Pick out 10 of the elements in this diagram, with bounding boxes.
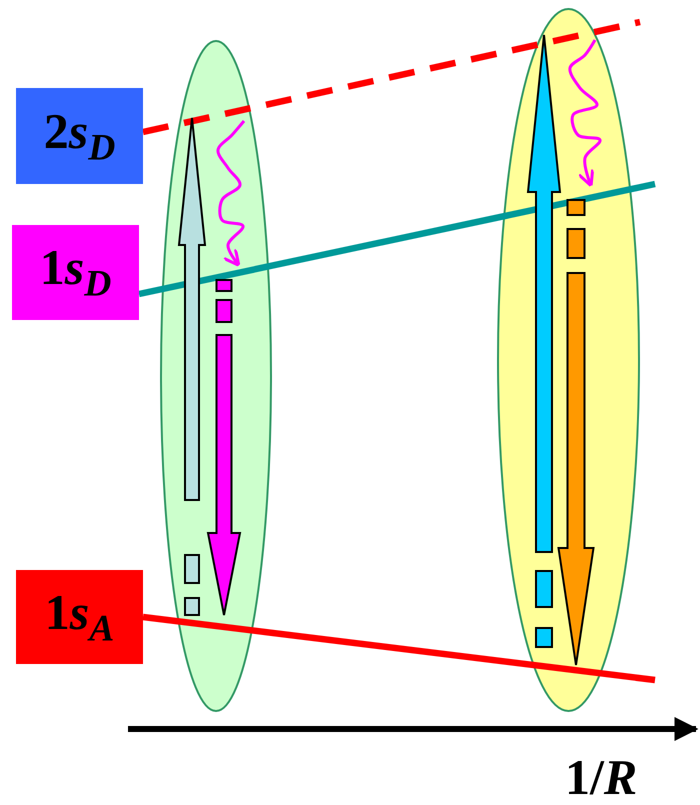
energy-level-line — [142, 614, 656, 684]
level-label-box — [16, 570, 143, 664]
energy-level-line — [138, 180, 656, 298]
level-label-box — [16, 88, 143, 184]
energy-level-line — [142, 18, 641, 136]
level-label: 1s$_{D}$ — [40, 242, 112, 303]
axis-label: 1/R — [565, 752, 638, 802]
level-label: 2s$_{D}$ — [44, 106, 116, 166]
level-label: 1s$_{A}$ — [44, 586, 114, 648]
level-label-box — [12, 225, 139, 320]
